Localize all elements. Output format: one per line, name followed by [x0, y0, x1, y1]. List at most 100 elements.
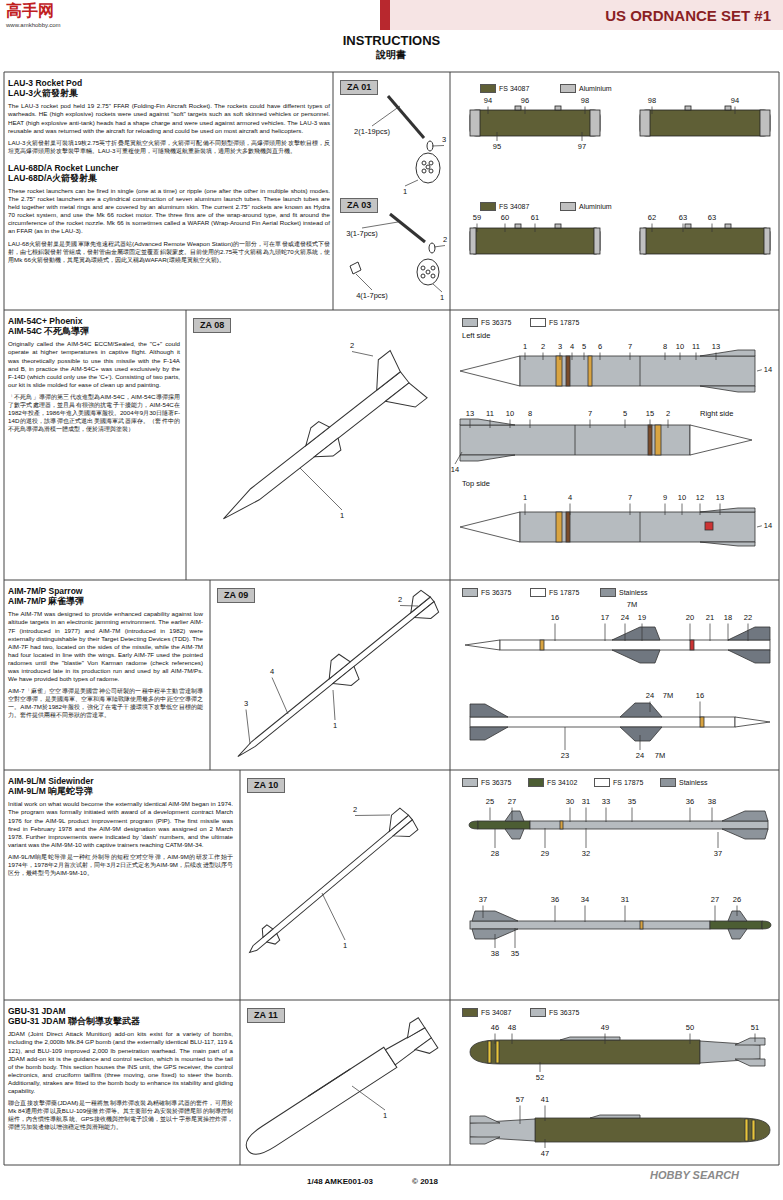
- leader-line: [625, 420, 626, 429]
- callout-number: 31: [582, 798, 590, 806]
- callout-number: 57: [516, 1096, 524, 1104]
- sidewinder-color-view-part: [560, 821, 563, 829]
- subtitle-text: 說明書: [376, 50, 406, 60]
- label-text: ZA 11: [254, 1010, 278, 1021]
- callout-number: 47: [541, 1150, 549, 1158]
- leader-line: [690, 1034, 691, 1045]
- leader-line: [433, 284, 442, 292]
- legend-item: Stainless: [660, 778, 707, 787]
- leader-line: [545, 828, 546, 848]
- leader-line: [605, 1034, 606, 1045]
- callout-number: 3: [442, 136, 446, 144]
- callout-number: 22: [744, 614, 752, 622]
- callout-number: 26: [733, 896, 741, 904]
- color-swatch: [530, 318, 546, 327]
- legend-item: Aluminium: [560, 84, 612, 93]
- panel-rule: [4, 72, 779, 1165]
- leader-line: [586, 808, 587, 823]
- lau3-color-view-part: [590, 110, 600, 136]
- color-swatch: [560, 202, 576, 211]
- leader-line: [720, 504, 721, 516]
- callout-number: 23: [561, 752, 569, 760]
- watermark-url: www.amkhobby.com: [6, 22, 61, 28]
- callout-number: 97: [578, 143, 586, 151]
- callout-number: 62: [648, 214, 656, 222]
- callout-number: 1: [383, 1112, 387, 1120]
- panel-rule-part: [186, 310, 187, 580]
- jdam-sketch-part: [415, 1038, 438, 1059]
- leader-line: [570, 504, 571, 516]
- callout-number: 5: [582, 343, 586, 351]
- callout-number: 10: [676, 343, 684, 351]
- rocket-launcher-sketch-part: [429, 243, 435, 253]
- leader-line: [755, 1034, 756, 1043]
- callout-number: 94: [731, 97, 739, 105]
- leader-line: [477, 224, 478, 233]
- legend-item: Aluminium: [560, 202, 612, 211]
- phoenix-color-view-part: [690, 425, 752, 455]
- sidewinder-color-view-part: [640, 921, 643, 929]
- sparrow-color-view-part: [728, 650, 770, 663]
- leader-line: [668, 420, 669, 429]
- leader-line: [483, 906, 484, 919]
- sparrow-color-view-part: [470, 717, 735, 727]
- lau68-color-view-part: [725, 224, 731, 228]
- panel-rule-part: [779, 72, 780, 1165]
- callout-number: 7: [588, 410, 592, 418]
- legend-text: FS 17875: [549, 319, 579, 326]
- leader-line: [590, 420, 591, 429]
- callout-number: 51: [751, 1024, 759, 1032]
- sparrow-sketch: [228, 587, 442, 769]
- phoenix-color-view-part: [575, 425, 576, 455]
- sparrow-color-view-part: [700, 717, 704, 727]
- callout-number: 11: [692, 343, 700, 351]
- view-label: Top side: [462, 480, 490, 488]
- callout-number: 38: [491, 950, 499, 958]
- footer-text: © 2018: [412, 1178, 438, 1186]
- panel-rule-part: [210, 580, 211, 770]
- callout-number: 37: [714, 850, 722, 858]
- rocket-pod-sketch-part: [422, 161, 426, 165]
- callout-number: 7: [628, 494, 632, 502]
- leader-line: [680, 353, 681, 361]
- sparrow-color-view-part: [470, 704, 508, 717]
- leader-line: [683, 224, 684, 233]
- body-text: 聯合直接攻擊彈藥(JDAM)是一種將無制導炸彈改裝為精確制導武器的套件，可用於M…: [8, 1099, 233, 1131]
- legend-text: Stainless: [679, 779, 707, 786]
- color-swatch: [462, 588, 478, 597]
- lau68-color-view: [470, 224, 770, 254]
- callout-number: 7M: [627, 601, 637, 609]
- heading-text: AIM-54C+ Phoenix: [8, 316, 180, 326]
- phoenix-color-view-part: [705, 522, 713, 530]
- leader-line: [246, 710, 250, 745]
- callout-number: 29: [541, 850, 549, 858]
- panel-rule-part: [333, 72, 334, 310]
- leader-line: [362, 222, 398, 228]
- legend-text: FS 34087: [481, 1009, 511, 1016]
- sparrow-color-view-part: [690, 640, 694, 650]
- rocket-launcher-sketch-part: [426, 270, 430, 274]
- callout-number: 31: [621, 896, 629, 904]
- legend-item: FS 34087: [462, 1008, 511, 1017]
- callout-number: 8: [663, 343, 667, 351]
- phoenix-color-view-part: [566, 356, 570, 386]
- color-swatch: [530, 588, 546, 597]
- callout-number: 8: [528, 410, 532, 418]
- sidewinder-color-view-part: [505, 811, 524, 821]
- phoenix-color-view-part: [460, 419, 515, 425]
- callout-number: 1: [523, 343, 527, 351]
- callout-number: 20: [686, 614, 694, 622]
- heading-text: LAU-68D/A Rocket Luncher: [8, 163, 330, 173]
- lau3-color-view-part: [640, 110, 770, 136]
- leader-line: [570, 808, 571, 823]
- leader-line: [665, 504, 666, 516]
- lau68-color-view-part: [640, 228, 646, 254]
- callout-number: 2: [443, 236, 447, 244]
- jdam-sketch-part: [401, 1018, 424, 1039]
- section-panel: AIM-54C+ PhoenixAIM-54C 不死鳥導彈Originally …: [0, 310, 783, 580]
- sidewinder-color-view-part: [530, 821, 768, 829]
- leader-line: [625, 624, 626, 642]
- body-text: These rocket launchers can be fired in s…: [8, 187, 330, 235]
- leader-line: [352, 352, 373, 357]
- body-text: The LAU-3 rocket pod held 19 2.75" FFAR …: [8, 102, 330, 134]
